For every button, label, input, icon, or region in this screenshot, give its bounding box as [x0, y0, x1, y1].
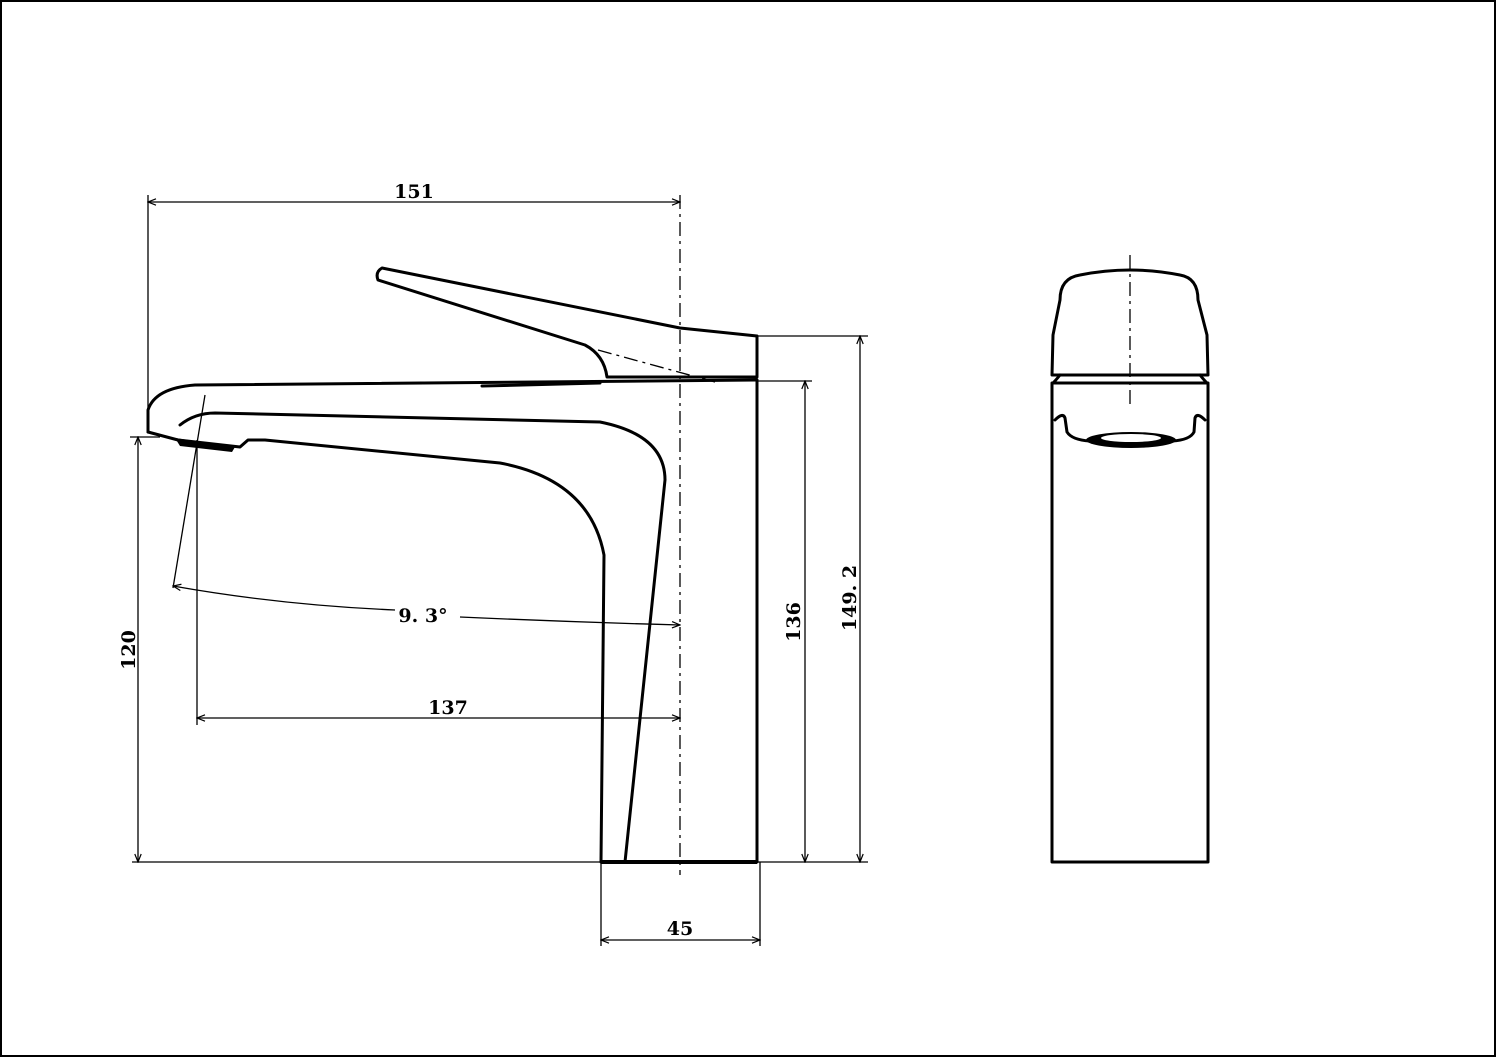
- front-body: [1050, 381, 1210, 864]
- spout-top: [146, 378, 759, 434]
- dimension-angle: 9. 3°: [173, 394, 680, 627]
- dimension-136: 136: [757, 381, 812, 862]
- dimension-label: 136: [783, 602, 805, 642]
- spout-crease: [480, 381, 602, 388]
- spout-bottom: [146, 430, 606, 864]
- dimension-label: 120: [118, 630, 140, 670]
- dimension-label: 9. 3°: [398, 605, 447, 627]
- aerator: [175, 438, 235, 452]
- dimension-45: 45: [601, 862, 760, 946]
- dimension-label: 151: [394, 181, 434, 203]
- dimension-label: 137: [428, 697, 468, 719]
- handle-hidden-line: [597, 349, 716, 383]
- handle-outline: [375, 266, 759, 379]
- dimension-label: 45: [667, 918, 693, 940]
- dimension-label: 149. 2: [839, 565, 861, 631]
- dimension-137: 137: [197, 440, 680, 725]
- spout-inner-line: [178, 411, 667, 864]
- front-view: [1050, 255, 1210, 864]
- side-view: [146, 195, 759, 875]
- handle-cap: [1050, 268, 1210, 377]
- dimension-149-2: 149. 2: [757, 336, 868, 862]
- dimension-120: 120: [118, 437, 601, 862]
- dimension-151: 151: [148, 181, 680, 430]
